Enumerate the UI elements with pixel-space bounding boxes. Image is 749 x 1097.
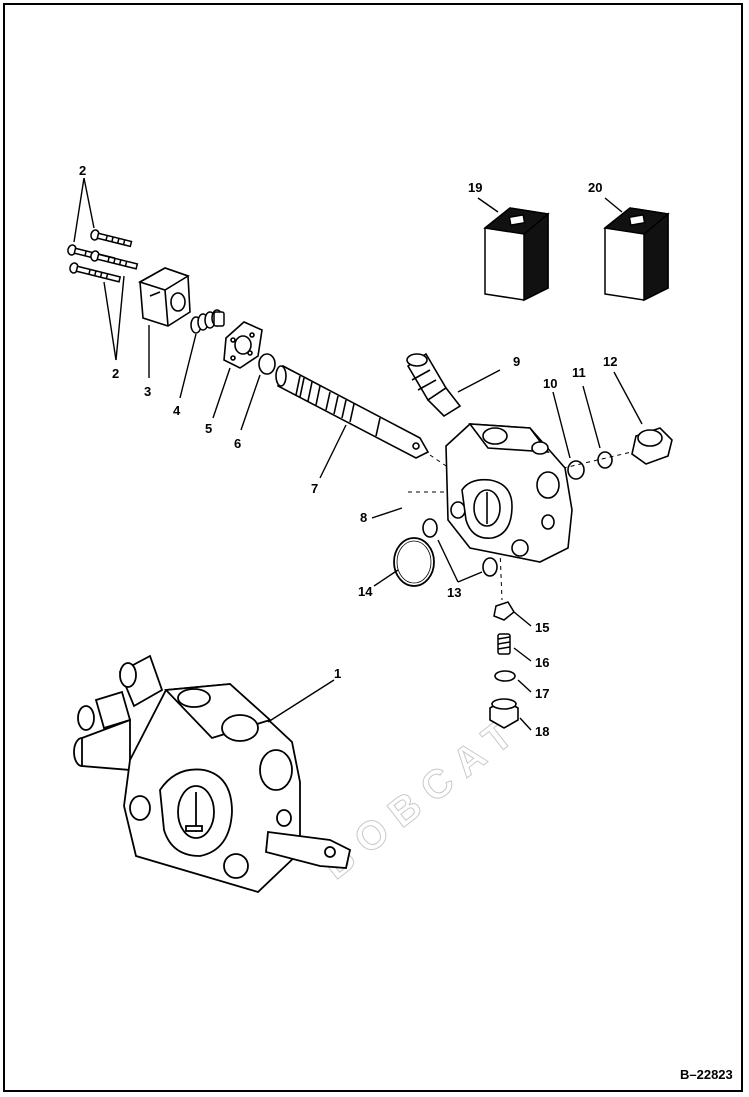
callout-9: 9	[513, 354, 520, 369]
callout-16: 16	[535, 655, 549, 670]
relief-valve-part	[406, 352, 462, 418]
decal-box-20	[603, 207, 670, 302]
poppet-part	[493, 601, 515, 621]
callout-20: 20	[588, 180, 602, 195]
plate-part	[223, 321, 263, 369]
bolts-group	[67, 229, 139, 283]
o-ring-14	[393, 537, 435, 587]
o-ring-17	[494, 670, 516, 682]
callout-10: 10	[543, 376, 557, 391]
callout-6: 6	[234, 436, 241, 451]
callout-15: 15	[535, 620, 549, 635]
o-ring-6	[258, 353, 276, 375]
o-ring-11	[597, 451, 613, 469]
callout-4: 4	[173, 403, 181, 418]
main-valve-assembly	[73, 654, 352, 894]
border-frame	[3, 3, 743, 1092]
callout-7: 7	[311, 481, 318, 496]
end-cap-part	[138, 267, 191, 327]
plug-part	[631, 427, 673, 465]
callout-12: 12	[603, 354, 617, 369]
decal-box-19	[483, 207, 550, 302]
reference-number: B–22823	[680, 1067, 733, 1082]
callout-8: 8	[360, 510, 367, 525]
callout-18: 18	[535, 724, 549, 739]
callout-3: 3	[144, 384, 151, 399]
callout-14: 14	[358, 584, 373, 599]
callout-19: 19	[468, 180, 482, 195]
o-ring-13b	[482, 557, 498, 577]
check-spring-part	[497, 633, 511, 655]
callout-5: 5	[205, 421, 212, 436]
callout-17: 17	[535, 686, 549, 701]
check-plug-part	[489, 698, 519, 729]
valve-section-body	[445, 423, 573, 563]
callout-13: 13	[447, 585, 461, 600]
spool-part	[275, 364, 430, 459]
callout-1: 1	[334, 666, 341, 681]
callout-11: 11	[572, 365, 586, 380]
spring-part	[190, 309, 225, 334]
callout-2-top: 2	[79, 163, 86, 178]
o-ring-13a	[422, 518, 438, 538]
callout-2-bottom: 2	[112, 366, 119, 381]
o-ring-10	[567, 460, 585, 480]
leader-lines	[73, 177, 643, 731]
